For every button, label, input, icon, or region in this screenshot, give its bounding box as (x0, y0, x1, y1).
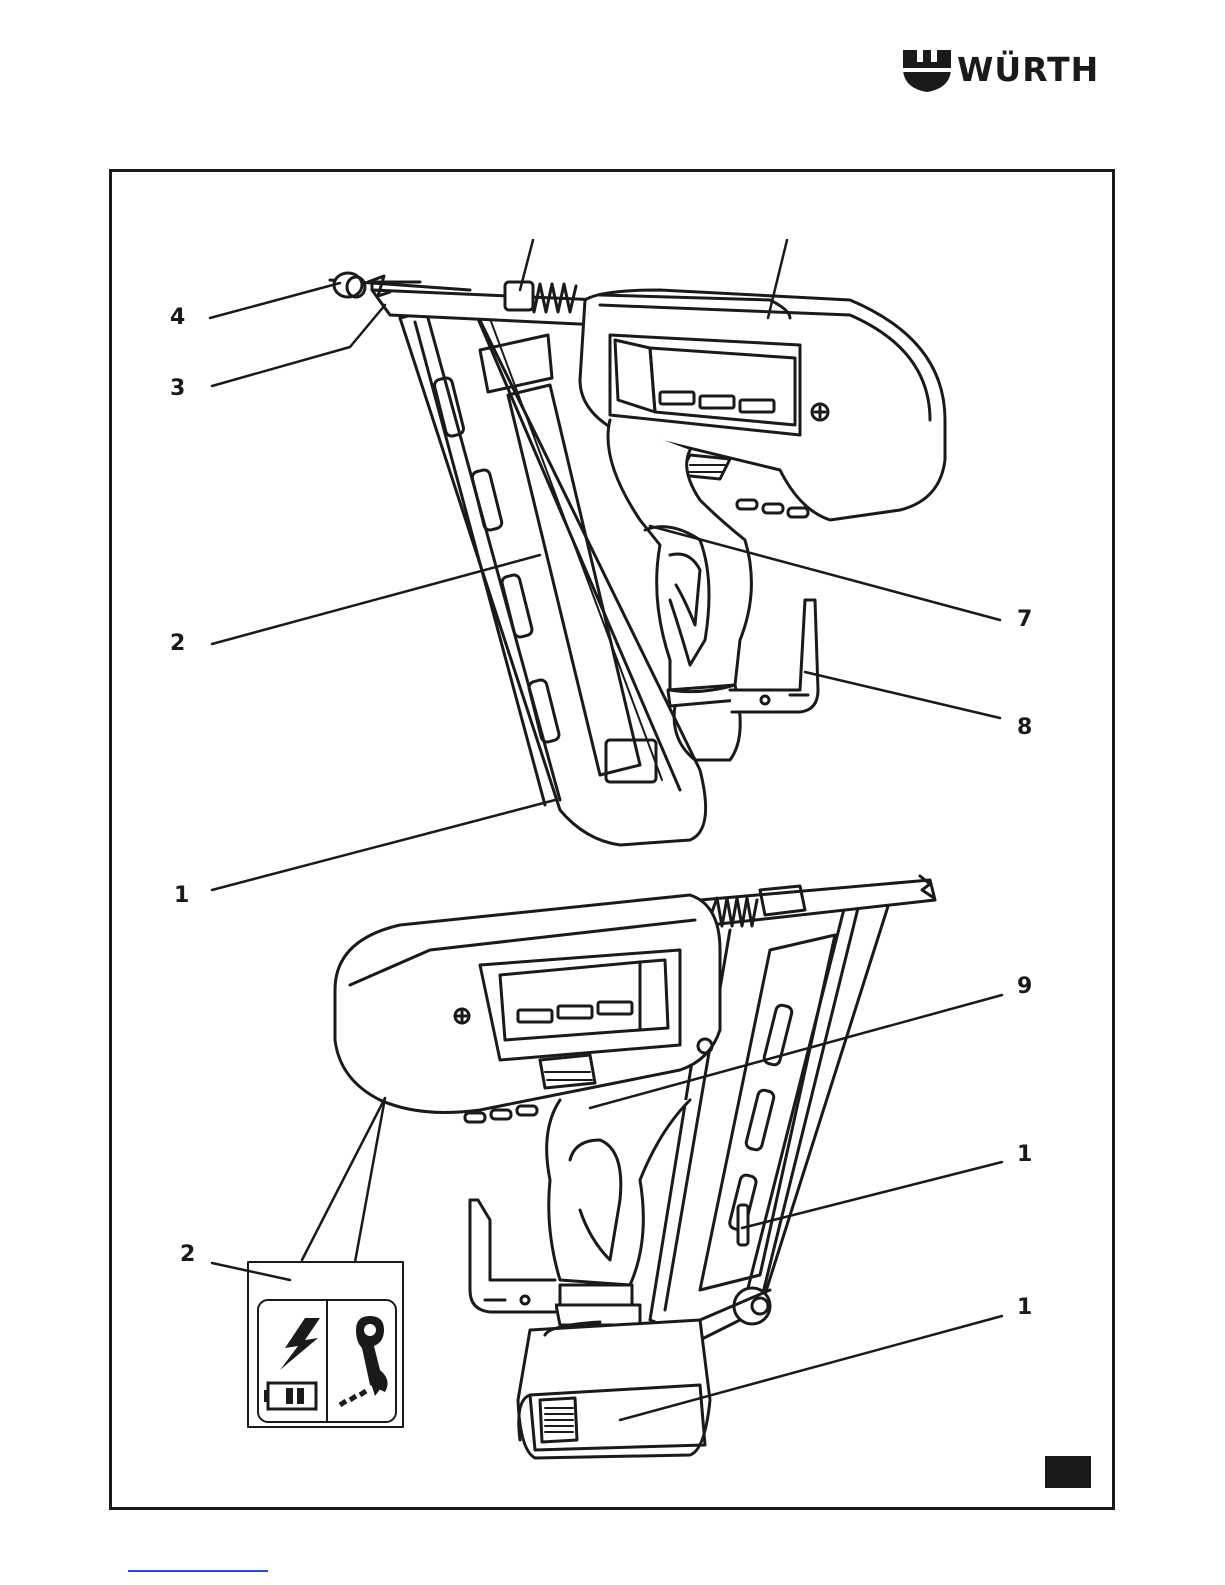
page-marker (1045, 1456, 1091, 1488)
top-nailer-drawing (330, 273, 945, 845)
callout-1-top: 1 (174, 884, 189, 908)
callout-1-bottom: 1 (1017, 1296, 1032, 1320)
callout-8: 8 (1017, 716, 1032, 740)
battery-charge-icon (264, 1318, 320, 1409)
callout-7: 7 (1017, 608, 1032, 632)
callout-3: 3 (170, 377, 185, 401)
callout-9: 9 (1017, 975, 1032, 999)
callout-2-top: 2 (170, 632, 185, 656)
bottom-nailer-drawing (335, 876, 935, 1458)
footer-link[interactable] (128, 1570, 268, 1572)
callout-4: 4 (170, 306, 185, 330)
trigger-lock-icon (340, 1316, 388, 1405)
callout-2-bottom: 2 (180, 1243, 195, 1267)
callout-1-mid: 1 (1017, 1143, 1032, 1167)
